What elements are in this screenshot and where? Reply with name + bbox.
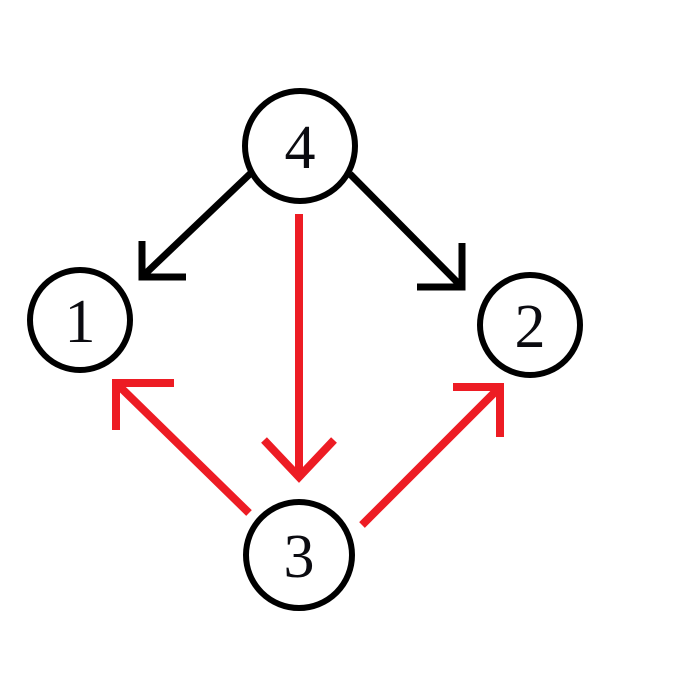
node-3-label: 3 [284,523,315,591]
edge-4-to-2[interactable] [347,171,466,291]
edge-3-to-2[interactable] [359,383,504,528]
edge-4-to-2-arrowhead [417,243,466,291]
edge-4-to-1-shaft [140,169,255,279]
node-2[interactable]: 2 [477,272,583,378]
node-3-circle [243,499,355,611]
edge-4-to-2-shaft [347,171,465,290]
edge-4-to-1[interactable] [138,169,255,281]
edge-3-to-1[interactable] [112,379,252,516]
edge-3-to-2-arrowhead [453,383,504,437]
node-3[interactable]: 3 [243,499,355,611]
edge-4-to-3-arrowhead [261,437,337,483]
node-1-label: 1 [65,288,96,356]
node-2-label: 2 [515,293,546,361]
node-4[interactable]: 4 [242,88,358,204]
edge-3-to-1-shaft [113,380,252,516]
node-4-circle [242,88,358,204]
edge-3-to-1-arrowhead [112,379,174,430]
edge-4-to-3[interactable] [261,214,337,483]
node-2-circle [477,272,583,378]
edge-3-to-2-shaft [359,384,503,528]
edge-4-to-1-arrowhead [138,241,186,281]
node-4-label: 4 [285,114,316,182]
node-1[interactable]: 1 [27,267,133,373]
node-1-circle [27,267,133,373]
